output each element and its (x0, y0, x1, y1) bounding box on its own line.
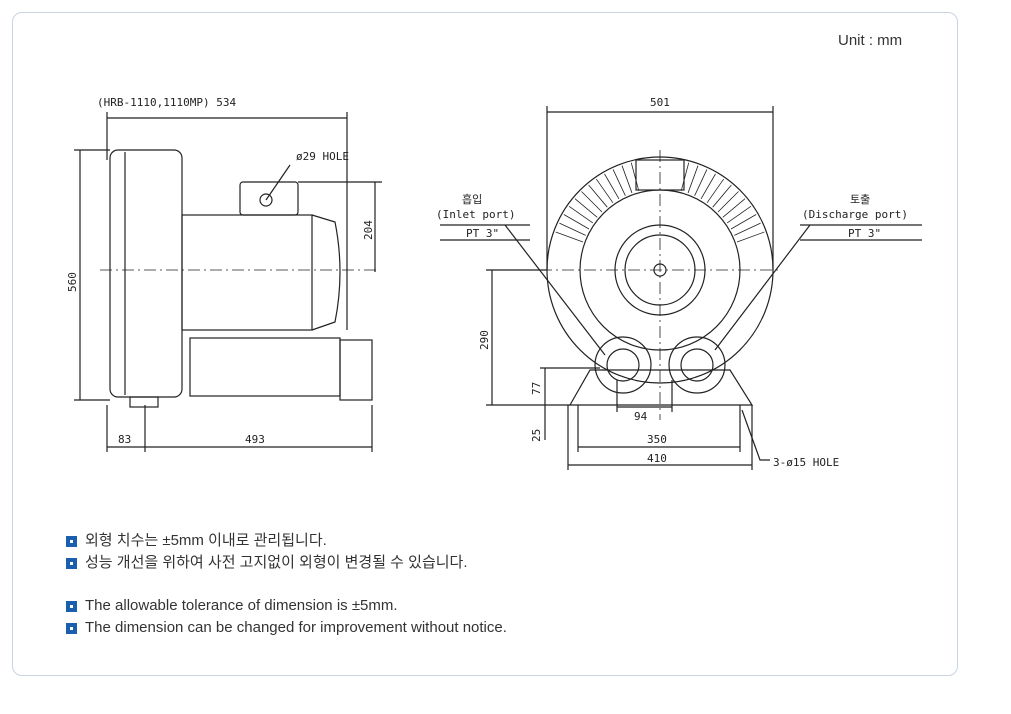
unit-label: Unit : mm (838, 32, 903, 49)
dim-port-height: 77 (530, 382, 543, 395)
dim-width: 501 (650, 96, 670, 109)
inlet-kr-label: 흡입 (462, 192, 482, 206)
dim-terminal-height: 204 (362, 220, 375, 240)
cooling-fin (717, 191, 739, 213)
dim-port-spacing: 94 (634, 410, 648, 423)
cooling-fin (712, 184, 732, 208)
note-item: 외형 치수는 ±5mm 이내로 관리됩니다. (66, 530, 468, 552)
inlet-label: (Inlet port) (436, 208, 515, 221)
note-item: The dimension can be changed for improve… (66, 617, 507, 639)
cooling-fin (559, 222, 586, 236)
front-view (440, 106, 922, 470)
cooling-fin (680, 162, 690, 191)
bullet-icon (66, 622, 77, 634)
side-view (74, 112, 382, 452)
cooling-fin (581, 191, 603, 213)
cooling-fin (621, 165, 633, 194)
cooling-fin (734, 222, 761, 236)
bullet-icon (66, 557, 77, 569)
cooling-fin (687, 165, 699, 194)
cooling-fin (574, 198, 598, 218)
cooling-fin (722, 198, 746, 218)
bullet-icon (66, 535, 77, 547)
bullet-icon (66, 600, 77, 612)
dim-mount-spacing: 350 (647, 433, 667, 446)
cooling-fin (736, 231, 765, 243)
dim-base-offset: 83 (118, 433, 131, 446)
dim-height: 560 (66, 272, 79, 292)
cooling-fin (700, 173, 716, 200)
cooling-fin (726, 206, 752, 224)
dim-center-height: 290 (478, 330, 491, 350)
notes-english: The allowable tolerance of dimension is … (66, 595, 507, 639)
dim-foot-height: 25 (530, 429, 543, 442)
dim-base-length: 493 (245, 433, 265, 446)
discharge-label: (Discharge port) (802, 208, 908, 221)
discharge-kr-label: 토출 (850, 193, 870, 206)
notes-korean: 외형 치수는 ±5mm 이내로 관리됩니다. 성능 개선을 위하여 사전 고지없… (66, 530, 468, 574)
cooling-fin (596, 178, 614, 204)
cooling-fin (612, 169, 626, 196)
dim-overall-length: (HRB-1110,1110MP) 534 (97, 96, 236, 109)
cooling-fin (588, 184, 608, 208)
inlet-thread: PT 3" (466, 227, 499, 240)
note-item: The allowable tolerance of dimension is … (66, 595, 507, 617)
dim-base-width: 410 (647, 452, 667, 465)
cooling-fin (563, 214, 590, 230)
drawing-card (12, 12, 958, 676)
hole-label: ø29 HOLE (296, 150, 349, 163)
cooling-fin (730, 214, 757, 230)
cooling-fin (555, 231, 584, 243)
cooling-fin (694, 169, 708, 196)
discharge-thread: PT 3" (848, 227, 881, 240)
note-item: 성능 개선을 위하여 사전 고지없이 외형이 변경될 수 있습니다. (66, 552, 468, 574)
mount-hole-label: 3-ø15 HOLE (773, 456, 839, 469)
cooling-fin (604, 173, 620, 200)
cooling-fin (630, 162, 640, 191)
cooling-fin (568, 206, 594, 224)
cooling-fin (706, 178, 724, 204)
